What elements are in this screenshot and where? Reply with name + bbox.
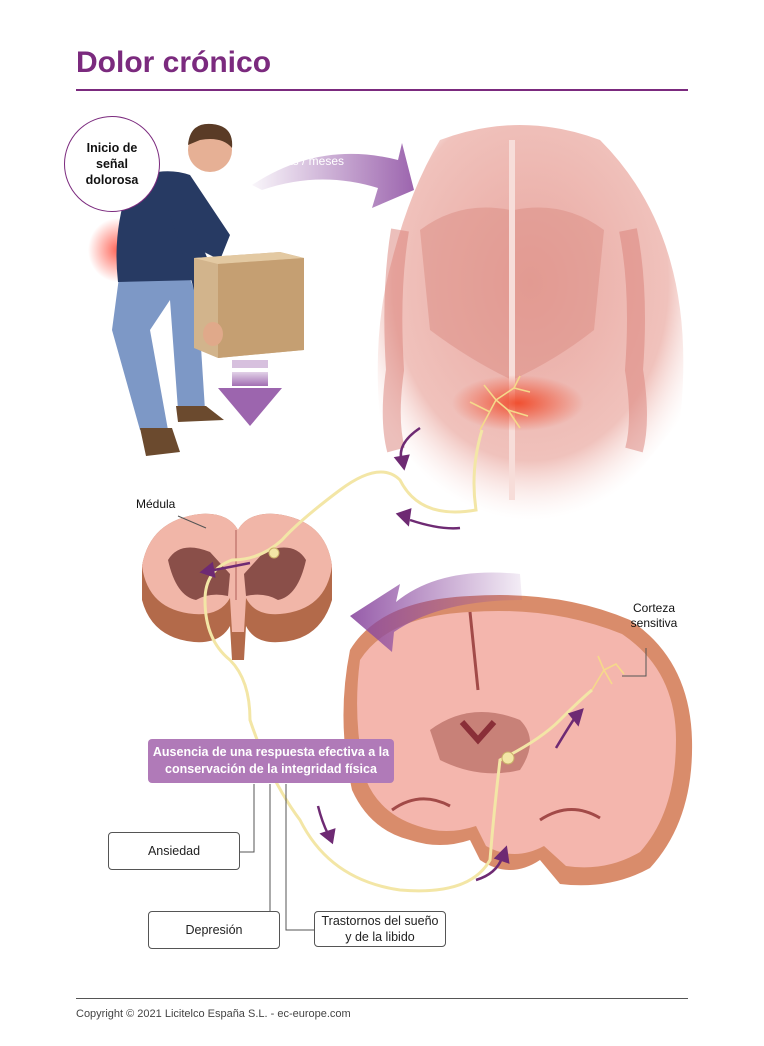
back-muscles-illustration [377, 125, 684, 520]
label-leader-lines [177, 515, 647, 931]
time-label: días / meses [276, 154, 345, 168]
copyright-footer: Copyright © 2021 Licitelco España S.L. -… [76, 1008, 351, 1020]
consequence-anxiety-box: Ansiedad [108, 832, 240, 870]
spinal-cord-label: Médula [136, 497, 176, 511]
page-title: Dolor crónico [76, 46, 272, 79]
down-arrow [218, 360, 282, 426]
nerve-endings [469, 375, 531, 431]
time-arrow [252, 143, 414, 208]
pain-onset-bubble: Inicio de señal dolorosa [64, 116, 160, 212]
consequence-header-box: Ausencia de una respuesta efectiva a la … [148, 739, 394, 783]
cortex-nerve-ending [591, 655, 625, 691]
brain-illustration [343, 595, 693, 886]
direction-arrows [199, 426, 584, 882]
sensory-cortex-label: Corteza sensitiva [630, 601, 678, 630]
nerve-pathway [203, 429, 593, 893]
brain-synapse [501, 751, 515, 765]
spinal-cord-illustration [142, 513, 332, 660]
consequence-sleep-libido-box: Trastornos del sueño y de la libido [314, 911, 446, 947]
man-lifting-box-illustration [88, 123, 304, 456]
title-rule [76, 89, 688, 91]
pain-onset-label: Inicio de señal dolorosa [85, 141, 139, 187]
spinal-synapse [268, 547, 280, 559]
consequence-depression-box: Depresión [148, 911, 280, 949]
signal-return-arrow [350, 572, 522, 652]
footer-rule [76, 998, 688, 999]
